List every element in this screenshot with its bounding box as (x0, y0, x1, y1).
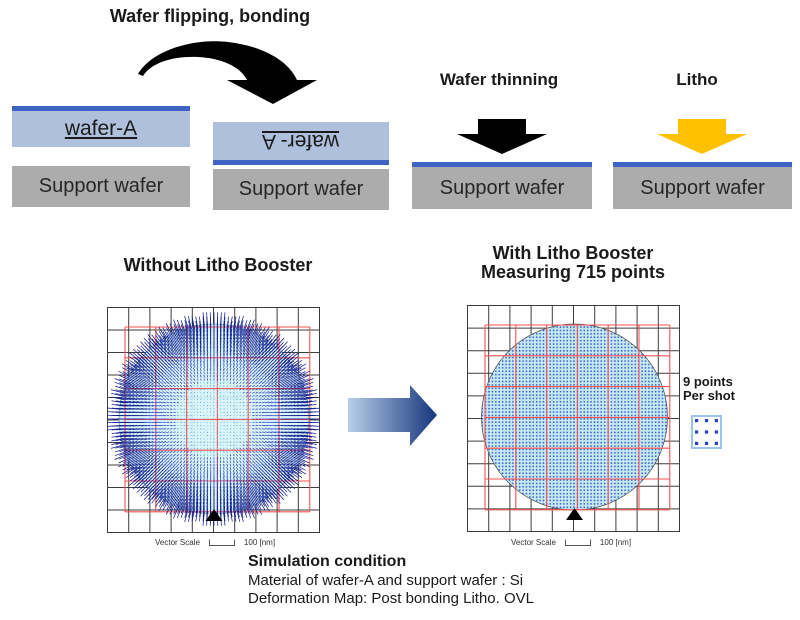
support-wafer-box-4: Support wafer (613, 162, 792, 209)
wafer-a-label: wafer-A (64, 117, 138, 140)
support-wafer-box-2: Support wafer (213, 169, 389, 210)
litho-label: Litho (676, 70, 718, 89)
points-per-shot-line1: 9 points (683, 374, 733, 389)
support-wafer-label-2: Support wafer (238, 178, 364, 200)
wafer-a-box: wafer-A (12, 106, 190, 147)
without-booster-wafer-map (107, 307, 320, 533)
vector-scale-value-right: 100 [nm] (599, 538, 632, 547)
with-booster-title-line1: With Litho Booster (492, 243, 654, 263)
vector-scale-label-right: Vector Scale (511, 538, 556, 547)
support-wafer-label-1: Support wafer (38, 175, 164, 197)
vector-scale-value-left: 100 [nm] (243, 538, 276, 547)
simulation-deformation-line: Deformation Map: Post bonding Litho. OVL (248, 590, 534, 607)
simulation-condition-title: Simulation condition (248, 553, 407, 570)
with-booster-title-line2: Measuring 715 points (480, 262, 666, 282)
simulation-material-line: Material of wafer-A and support wafer : … (248, 572, 524, 589)
wafer-a-flipped-box: wafer- A (213, 122, 389, 165)
support-wafer-label-4: Support wafer (640, 177, 765, 199)
support-wafer-box-1: Support wafer (12, 166, 190, 207)
curved-arrow-icon (138, 41, 317, 104)
down-arrow-black-icon (457, 119, 547, 154)
vector-scale-left: Vector Scale 100 [nm] (155, 538, 275, 547)
vector-scale-label-left: Vector Scale (155, 538, 200, 547)
points-per-shot-line2: Per shot (683, 388, 736, 403)
support-wafer-label-3: Support wafer (439, 177, 565, 199)
with-booster-wafer-map (467, 305, 680, 532)
shot-points-box (691, 415, 722, 449)
without-booster-title: Without Litho Booster (123, 255, 313, 275)
scale-bracket-icon-left (208, 539, 235, 546)
wafer-a-flipped-label: wafer- A (262, 130, 340, 153)
scale-bracket-icon-right (564, 539, 591, 546)
flip-bonding-label: Wafer flipping, bonding (109, 6, 311, 26)
down-arrow-yellow-icon (657, 119, 747, 154)
wafer-thinning-label: Wafer thinning (439, 70, 559, 89)
support-wafer-box-3: Support wafer (412, 162, 592, 209)
gradient-right-arrow-icon (348, 385, 437, 446)
points-per-shot-label: 9 points Per shot (683, 375, 753, 403)
vector-scale-right: Vector Scale 100 [nm] (511, 538, 631, 547)
with-booster-title: With Litho Booster Measuring 715 points (453, 244, 693, 282)
